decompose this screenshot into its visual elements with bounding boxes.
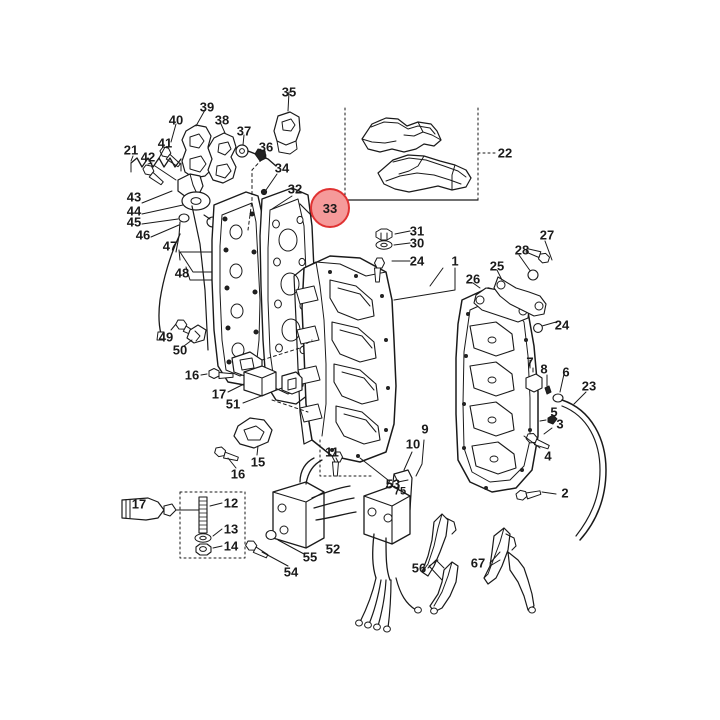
callout-42[interactable]: 42 [140,149,156,165]
callout-37[interactable]: 37 [236,123,252,139]
callout-50[interactable]: 50 [172,342,188,358]
callout-41[interactable]: 41 [157,135,173,151]
callout-11[interactable]: 11 [325,444,339,460]
callout-45[interactable]: 45 [126,214,142,230]
callout-40[interactable]: 40 [168,112,184,128]
callout-13[interactable]: 13 [223,521,239,537]
callout-3[interactable]: 3 [556,416,564,432]
callout-8[interactable]: 8 [540,361,548,377]
callout-67[interactable]: 67 [470,555,486,571]
callout-10[interactable]: 10 [405,436,421,452]
callout-6[interactable]: 6 [562,364,570,380]
callout-25[interactable]: 25 [489,258,505,274]
callout-24[interactable]: 24 [554,317,570,333]
callout-12[interactable]: 12 [223,495,239,511]
callout-5[interactable]: 5 [550,404,558,420]
callout-16[interactable]: 16 [230,466,246,482]
callout-46[interactable]: 46 [135,227,151,243]
callout-23[interactable]: 23 [581,378,597,394]
callout-31[interactable]: 31 [409,223,425,239]
callout-24[interactable]: 24 [409,253,425,269]
callout-47[interactable]: 47 [162,238,178,254]
callout-7[interactable]: 7 [526,354,534,370]
callout-17[interactable]: 17 [131,496,147,512]
highlighted-part-33[interactable]: 33 [310,188,350,228]
callout-30[interactable]: 30 [409,235,425,251]
callout-22[interactable]: 22 [497,145,513,161]
callout-43[interactable]: 43 [126,189,142,205]
callout-44[interactable]: 44 [126,203,142,219]
callout-34[interactable]: 34 [274,160,290,176]
callout-52[interactable]: 52 [325,541,341,557]
callout-38[interactable]: 38 [214,112,230,128]
callout-75[interactable]: 75 [393,485,407,498]
callout-21[interactable]: 21 [123,142,139,158]
callout-35[interactable]: 35 [281,84,297,100]
callout-56[interactable]: 56 [411,560,427,576]
callout-54[interactable]: 54 [283,564,299,580]
callout-1[interactable]: 1 [451,253,459,269]
callout-55[interactable]: 55 [302,549,318,565]
callout-49[interactable]: 49 [158,329,174,345]
callout-51[interactable]: 51 [225,396,241,412]
callout-9[interactable]: 9 [421,421,429,437]
callout-2[interactable]: 2 [561,485,569,501]
callout-36[interactable]: 36 [258,139,274,155]
callout-26[interactable]: 26 [465,271,481,287]
callout-4[interactable]: 4 [544,448,552,464]
callout-39[interactable]: 39 [199,99,215,115]
callout-15[interactable]: 15 [250,454,266,470]
callout-48[interactable]: 48 [174,265,190,281]
callout-27[interactable]: 27 [539,227,555,243]
callout-17[interactable]: 17 [211,386,227,402]
callout-28[interactable]: 28 [514,242,530,258]
callout-32[interactable]: 32 [287,181,303,197]
callout-53[interactable]: 53 [385,476,401,492]
callout-16[interactable]: 16 [184,367,200,383]
callout-14[interactable]: 14 [223,538,239,554]
